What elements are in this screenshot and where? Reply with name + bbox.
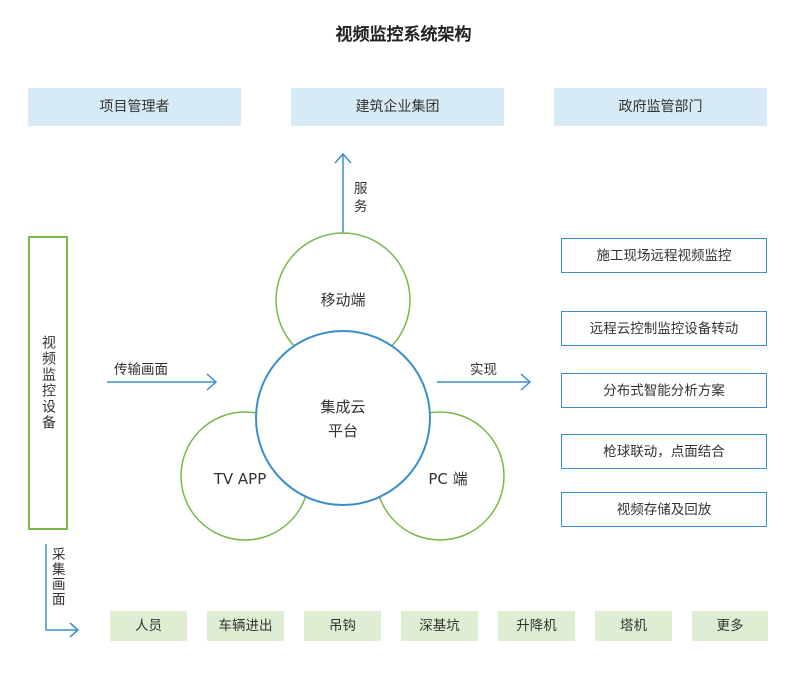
capture-label: 采集画面 [52,547,66,608]
feature-smart-analysis: 分布式智能分析方案 [561,373,767,408]
transmit-arrowhead [206,373,218,391]
capture-item-hook: 吊钩 [304,611,381,641]
top-box-construction-group: 建筑企业集团 [291,88,504,126]
capture-item-tower-crane: 塔机 [595,611,672,641]
transmit-label: 传输画面 [114,362,168,378]
tv-label: TV APP [213,470,267,488]
center-cloud-circle [255,330,431,506]
mobile-label: 移动端 [320,291,366,309]
center-label: 集成云 平台 [293,395,393,443]
capture-item-deep-pit: 深基坑 [401,611,478,641]
pc-label: PC 端 [428,470,468,488]
capture-item-more: 更多 [692,611,768,641]
feature-linkage: 枪球联动，点面结合 [561,434,767,469]
feature-remote-monitoring: 施工现场远程视频监控 [561,238,767,273]
monitoring-device-label: 视频监控设备 [40,335,56,431]
top-box-project-manager: 项目管理者 [28,88,241,126]
realize-label: 实现 [470,362,497,378]
diagram-title: 视频监控系统架构 [335,25,472,45]
capture-arrowhead [69,622,80,638]
service-arrowhead [334,152,352,164]
center-label-line2: 平台 [327,422,358,440]
capture-arrow-line [45,544,78,631]
capture-item-vehicles: 车辆进出 [207,611,284,641]
feature-remote-control: 远程云控制监控设备转动 [561,311,767,346]
top-box-government: 政府监管部门 [554,88,767,126]
monitoring-device-bar: 视频监控设备 [28,236,68,530]
capture-item-personnel: 人员 [110,611,187,641]
service-label: 服务 [354,181,368,215]
center-label-line1: 集成云 [320,398,366,416]
feature-storage-playback: 视频存储及回放 [561,492,767,527]
realize-arrowhead [520,373,532,391]
capture-item-elevator: 升降机 [498,611,575,641]
